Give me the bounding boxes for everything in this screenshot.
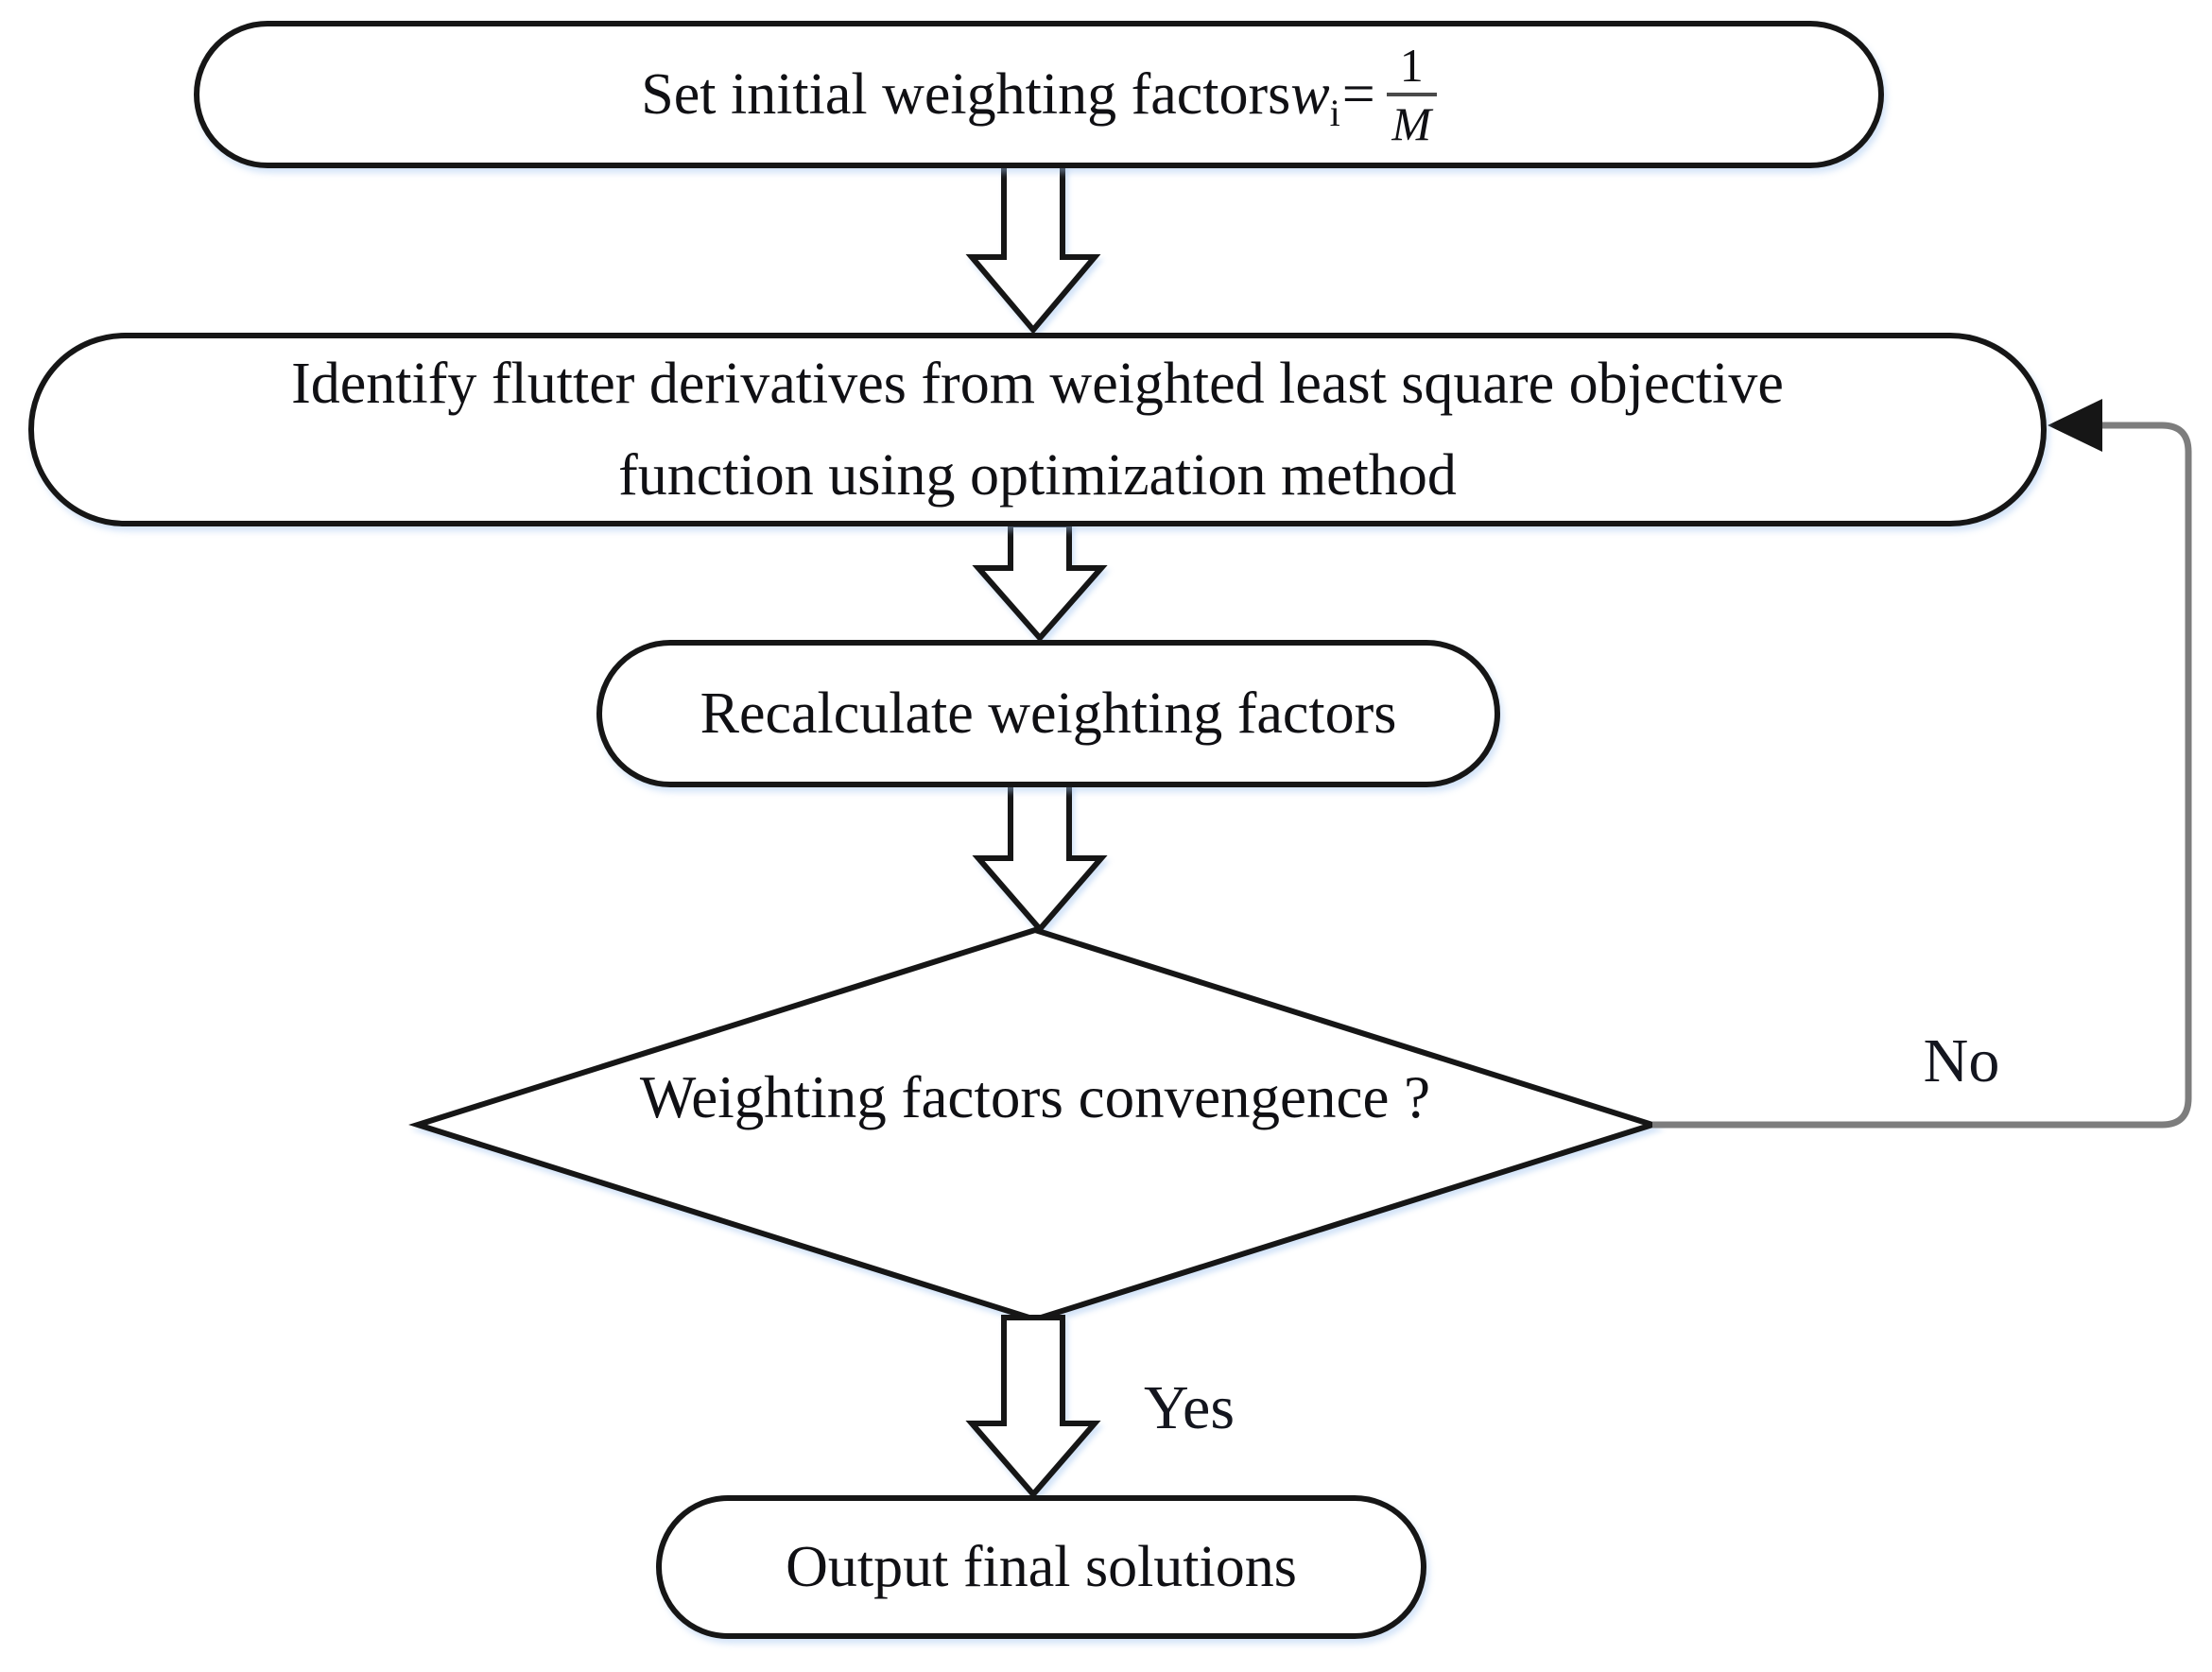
fraction-one-over-m: 1 M bbox=[1386, 40, 1437, 150]
flow-identify-node: Identify flutter derivatives from weight… bbox=[28, 333, 2047, 526]
no-feedback-arrowhead bbox=[2048, 399, 2102, 452]
start-node-label: Set initial weighting factors w i = 1 M bbox=[641, 40, 1437, 150]
identify-label-line2: function using optimization method bbox=[618, 442, 1457, 508]
down-block-arrow-yes bbox=[965, 1315, 1101, 1499]
down-block-arrow-1 bbox=[965, 163, 1101, 335]
decision-label: Weighting factors convengence ? bbox=[639, 1064, 1431, 1130]
down-block-arrow-2 bbox=[972, 522, 1108, 643]
start-label-prefix: Set initial weighting factors bbox=[641, 61, 1291, 127]
equals-sign: = bbox=[1341, 61, 1375, 127]
fraction-numerator: 1 bbox=[1386, 40, 1437, 96]
recalculate-label: Recalculate weighting factors bbox=[700, 681, 1397, 746]
fraction-denominator: M bbox=[1391, 97, 1432, 150]
identify-label-line1: Identify flutter derivatives from weight… bbox=[291, 351, 1784, 416]
no-feedback-line bbox=[1652, 422, 2192, 1129]
weight-variable: w bbox=[1290, 61, 1330, 127]
down-block-arrow-3 bbox=[972, 782, 1108, 934]
weight-variable-subscript: i bbox=[1329, 92, 1340, 134]
flow-recalculate-node: Recalculate weighting factors bbox=[596, 640, 1500, 787]
flow-output-node: Output final solutions bbox=[656, 1495, 1426, 1639]
no-branch-label: No bbox=[1923, 1026, 2000, 1095]
output-label: Output final solutions bbox=[786, 1534, 1297, 1599]
yes-branch-label: Yes bbox=[1143, 1373, 1236, 1442]
flow-start-node: Set initial weighting factors w i = 1 M bbox=[194, 21, 1884, 168]
